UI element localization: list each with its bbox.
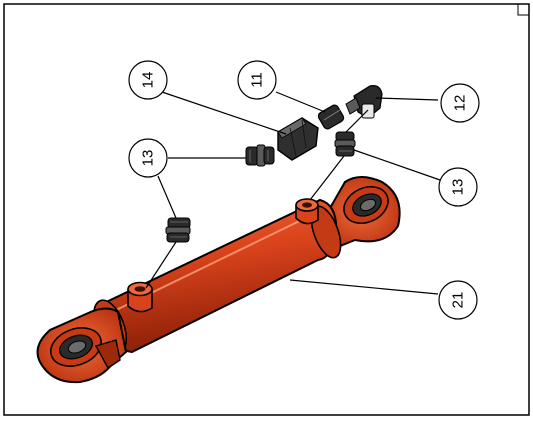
leader-13-right-to-port bbox=[309, 155, 345, 201]
balloon-14: 14 bbox=[128, 60, 168, 100]
hex-coupling-14 bbox=[277, 117, 319, 161]
fitting-13-right bbox=[334, 131, 356, 157]
leader-14 bbox=[161, 91, 287, 135]
cylinder-barrel bbox=[95, 198, 338, 354]
leader-13-lower-to-port bbox=[145, 241, 177, 289]
balloon-13-left-label: 13 bbox=[140, 150, 157, 167]
balloon-12: 12 bbox=[440, 83, 480, 123]
leader-12 bbox=[375, 97, 439, 101]
balloon-11-label: 11 bbox=[249, 72, 266, 88]
frame-corner-marker bbox=[517, 3, 530, 16]
leader-13-right-up bbox=[345, 109, 369, 133]
balloon-21-label: 21 bbox=[450, 292, 467, 309]
leader-13-right bbox=[353, 149, 441, 181]
fitting-11 bbox=[317, 104, 345, 130]
leader-13-left-to-lower bbox=[157, 175, 177, 219]
balloon-13-left: 13 bbox=[128, 138, 168, 178]
cylinder-port-rod-end bbox=[295, 198, 319, 225]
leader-11 bbox=[275, 91, 326, 113]
cylinder-port-base-end bbox=[127, 281, 153, 313]
drawing-frame bbox=[3, 3, 530, 416]
balloon-13-right-label: 13 bbox=[450, 179, 467, 196]
balloon-14-label: 14 bbox=[140, 72, 157, 89]
hydraulic-cylinder bbox=[36, 176, 401, 384]
fitting-13-horizontal bbox=[245, 144, 275, 167]
balloon-12-label: 12 bbox=[452, 95, 469, 112]
balloon-11: 11 bbox=[237, 60, 277, 100]
leader-21 bbox=[289, 279, 439, 295]
cylinder-base-eye bbox=[36, 307, 128, 384]
elbow-12 bbox=[345, 85, 383, 119]
balloon-13-right: 13 bbox=[438, 167, 478, 207]
balloon-21: 21 bbox=[438, 280, 478, 320]
fitting-13-lower bbox=[165, 217, 191, 243]
cylinder-rod-eye bbox=[320, 176, 401, 248]
leader-lines bbox=[145, 91, 441, 295]
